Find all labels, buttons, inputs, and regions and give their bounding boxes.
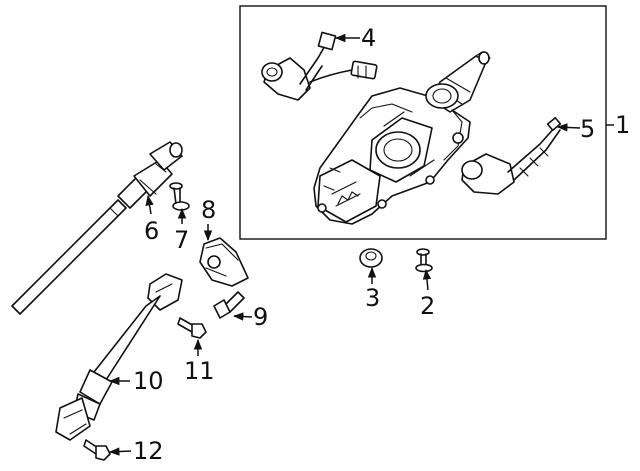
bolt-part-11 — [177, 317, 207, 339]
callout-5: 5 — [580, 115, 595, 143]
callout-1: 1 — [615, 111, 630, 139]
callout-2: 2 — [420, 292, 435, 320]
callout-10: 10 — [133, 367, 164, 395]
steering-column-housing — [313, 51, 491, 225]
leader-6 — [145, 194, 154, 215]
bolt-part-2 — [415, 248, 433, 273]
callout-3: 3 — [365, 284, 380, 312]
callout-9: 9 — [253, 303, 268, 331]
lock-actuator-with-harness — [261, 31, 378, 101]
lower-intermediate-shaft — [55, 273, 183, 441]
callout-6: 6 — [144, 217, 159, 245]
callout-8: 8 — [201, 196, 216, 224]
assembly-1-frame — [239, 5, 607, 240]
leader-12 — [108, 447, 132, 456]
bolt-part-7 — [169, 182, 190, 211]
callout-11: 11 — [184, 357, 215, 385]
seal-plate-part-8 — [199, 237, 249, 287]
adjustment-motor — [461, 116, 562, 195]
bolt-part-12 — [83, 439, 111, 461]
callout-12: 12 — [133, 437, 164, 465]
leader-9 — [232, 312, 253, 321]
bolt-part-9 — [213, 291, 245, 319]
callout-7: 7 — [174, 226, 189, 254]
upper-intermediate-shaft — [11, 141, 183, 315]
callout-4: 4 — [361, 24, 376, 52]
washer-part-3 — [359, 248, 383, 268]
leader-2 — [422, 268, 432, 291]
leader-5 — [556, 123, 581, 132]
